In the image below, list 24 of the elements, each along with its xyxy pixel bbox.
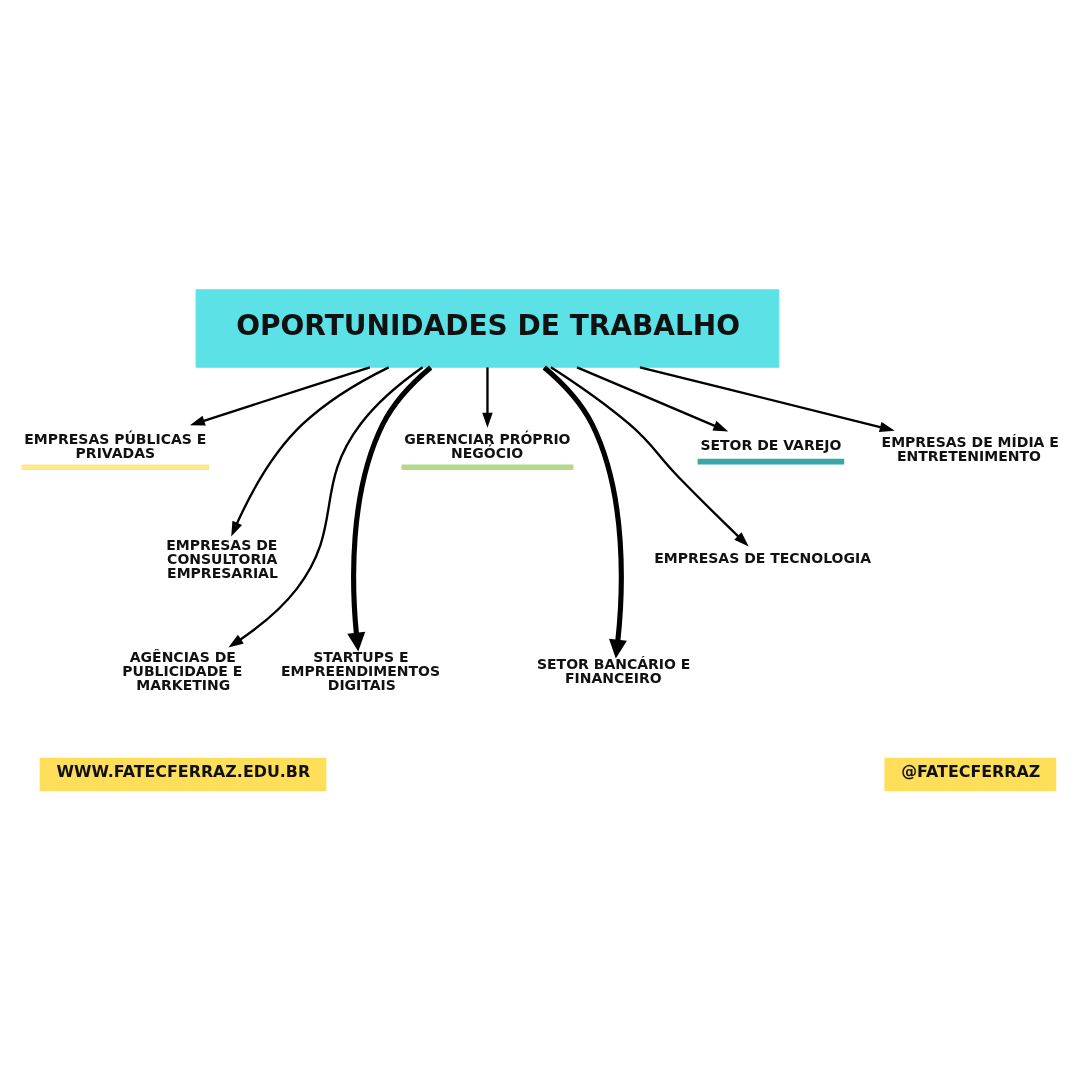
label: @FATECFERRAZ bbox=[901, 761, 1041, 781]
node-box bbox=[401, 463, 574, 470]
arrow bbox=[550, 365, 749, 546]
node-label: SETOR DE VAREJO bbox=[700, 436, 842, 453]
node-box: OPORTUNIDADES DE TRABALHO bbox=[195, 288, 780, 368]
node-label: EMPRESAS PÚBLICAS E PRIVADAS bbox=[24, 430, 207, 461]
arrow bbox=[639, 365, 895, 432]
node-text: EMPRESAS DE CONSULTORIA EMPRESARIAL bbox=[166, 536, 278, 581]
arrow bbox=[576, 365, 729, 432]
arrow bbox=[347, 365, 433, 651]
node-box bbox=[21, 463, 210, 470]
node-text: AGÊNCIAS DE PUBLICIDADE E MARKETING bbox=[122, 648, 243, 693]
arrow bbox=[542, 365, 627, 658]
arrow bbox=[228, 365, 424, 647]
label: WWW.FATECFERRAZ.EDU.BR bbox=[56, 761, 311, 781]
node-text: SETOR BANCÁRIO E FINANCEIRO bbox=[536, 655, 691, 686]
arrow bbox=[189, 365, 371, 426]
arrow bbox=[482, 366, 493, 428]
node-text: STARTUPS E EMPREENDIMENTOS DIGITAIS bbox=[281, 648, 441, 693]
node-label: GERENCIAR PRÓPRIO NEGÓCIO bbox=[404, 430, 571, 461]
node-text: EMPRESAS DE TECNOLOGIA bbox=[654, 549, 872, 566]
node-text: EMPRESAS DE MÍDIA E ENTRETENIMENTO bbox=[881, 433, 1059, 464]
node-box bbox=[697, 458, 845, 464]
arrow bbox=[231, 365, 390, 537]
